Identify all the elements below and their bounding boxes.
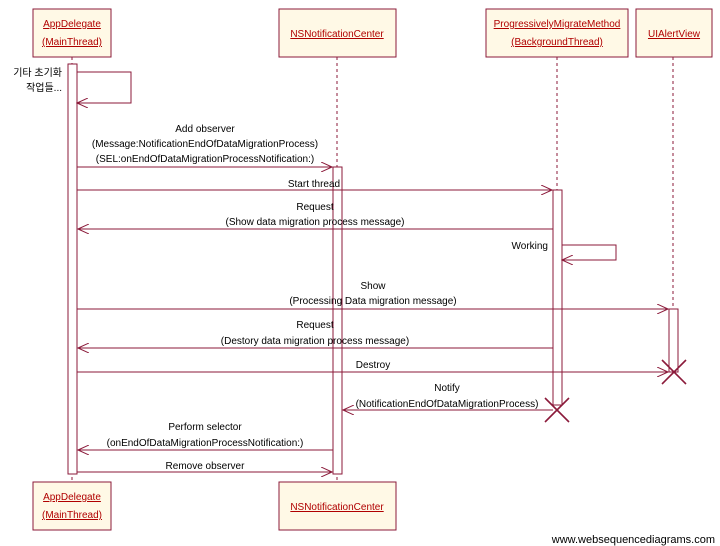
message-label: 기타 초기화 — [13, 67, 62, 79]
message-label: Notify — [434, 383, 460, 394]
participant-label: AppDelegate — [43, 19, 101, 30]
message-label: (NotificationEndOfDataMigrationProcess) — [356, 399, 539, 410]
participant-sublabel: (BackgroundThread) — [511, 37, 603, 48]
participant-label: NSNotificationCenter — [290, 29, 384, 40]
activation-app-delegate — [67, 63, 78, 475]
activation-alert-view — [668, 308, 679, 373]
message-label: (Show data migration process message) — [226, 217, 405, 228]
message-label: Working — [512, 241, 549, 252]
message-label: Request — [296, 320, 333, 331]
message-label: Add observer — [175, 124, 235, 135]
participant-sublabel: (MainThread) — [42, 37, 102, 48]
message-label: Request — [296, 202, 333, 213]
participant-migrate-method-top: ProgressivelyMigrateMethod (BackgroundTh… — [485, 8, 629, 58]
message-destroy: Destroy — [77, 360, 668, 372]
message-start-thread: Start thread — [77, 179, 552, 190]
activation-migrate-method — [552, 189, 563, 406]
destroy-marker-migrate-method — [544, 397, 570, 423]
participant-label: NSNotificationCenter — [290, 502, 384, 513]
activation-notification-center — [332, 166, 343, 475]
message-working: Working — [512, 241, 617, 260]
message-label: Start thread — [288, 179, 340, 190]
participant-label: UIAlertView — [648, 29, 701, 40]
message-label: (onEndOfDataMigrationProcessNotification… — [107, 438, 304, 449]
activations — [67, 63, 679, 475]
message-request-show: Request (Show data migration process mes… — [78, 202, 553, 229]
destroy-marker-alert-view — [661, 359, 687, 385]
participant-app-delegate-bottom: AppDelegate (MainThread) — [32, 481, 112, 531]
message-label: Perform selector — [168, 422, 242, 433]
message-label: (SEL:onEndOfDataMigrationProcessNotifica… — [96, 154, 314, 165]
message-notify: Notify (NotificationEndOfDataMigrationPr… — [343, 383, 553, 410]
message-remove-observer: Remove observer — [77, 461, 332, 472]
message-label: (Destory data migration process message) — [221, 336, 409, 347]
message-label: (Message:NotificationEndOfDataMigrationP… — [92, 139, 318, 150]
message-label: Destroy — [356, 360, 390, 371]
lifelines — [71, 57, 674, 482]
participant-notification-center-top: NSNotificationCenter — [278, 8, 397, 58]
message-request-destroy: Request (Destory data migration process … — [78, 320, 553, 348]
message-label: 작업들... — [26, 81, 62, 94]
message-add-observer: Add observer (Message:NotificationEndOfD… — [77, 124, 332, 167]
participant-sublabel: (MainThread) — [42, 510, 102, 521]
message-show: Show (Processing Data migration message) — [77, 281, 668, 309]
message-label: Show — [360, 281, 386, 292]
participant-app-delegate-top: AppDelegate (MainThread) — [32, 8, 112, 58]
message-init: 기타 초기화 작업들... — [13, 67, 132, 103]
participant-label: ProgressivelyMigrateMethod — [494, 19, 621, 30]
participant-label: AppDelegate — [43, 492, 101, 503]
participant-alert-view-top: UIAlertView — [635, 8, 713, 58]
watermark-text: www.websequencediagrams.com — [551, 534, 715, 546]
message-perform-selector: Perform selector (onEndOfDataMigrationPr… — [78, 422, 333, 450]
message-label: Remove observer — [166, 461, 246, 472]
message-label: (Processing Data migration message) — [289, 296, 456, 307]
participant-notification-center-bottom: NSNotificationCenter — [278, 481, 397, 531]
